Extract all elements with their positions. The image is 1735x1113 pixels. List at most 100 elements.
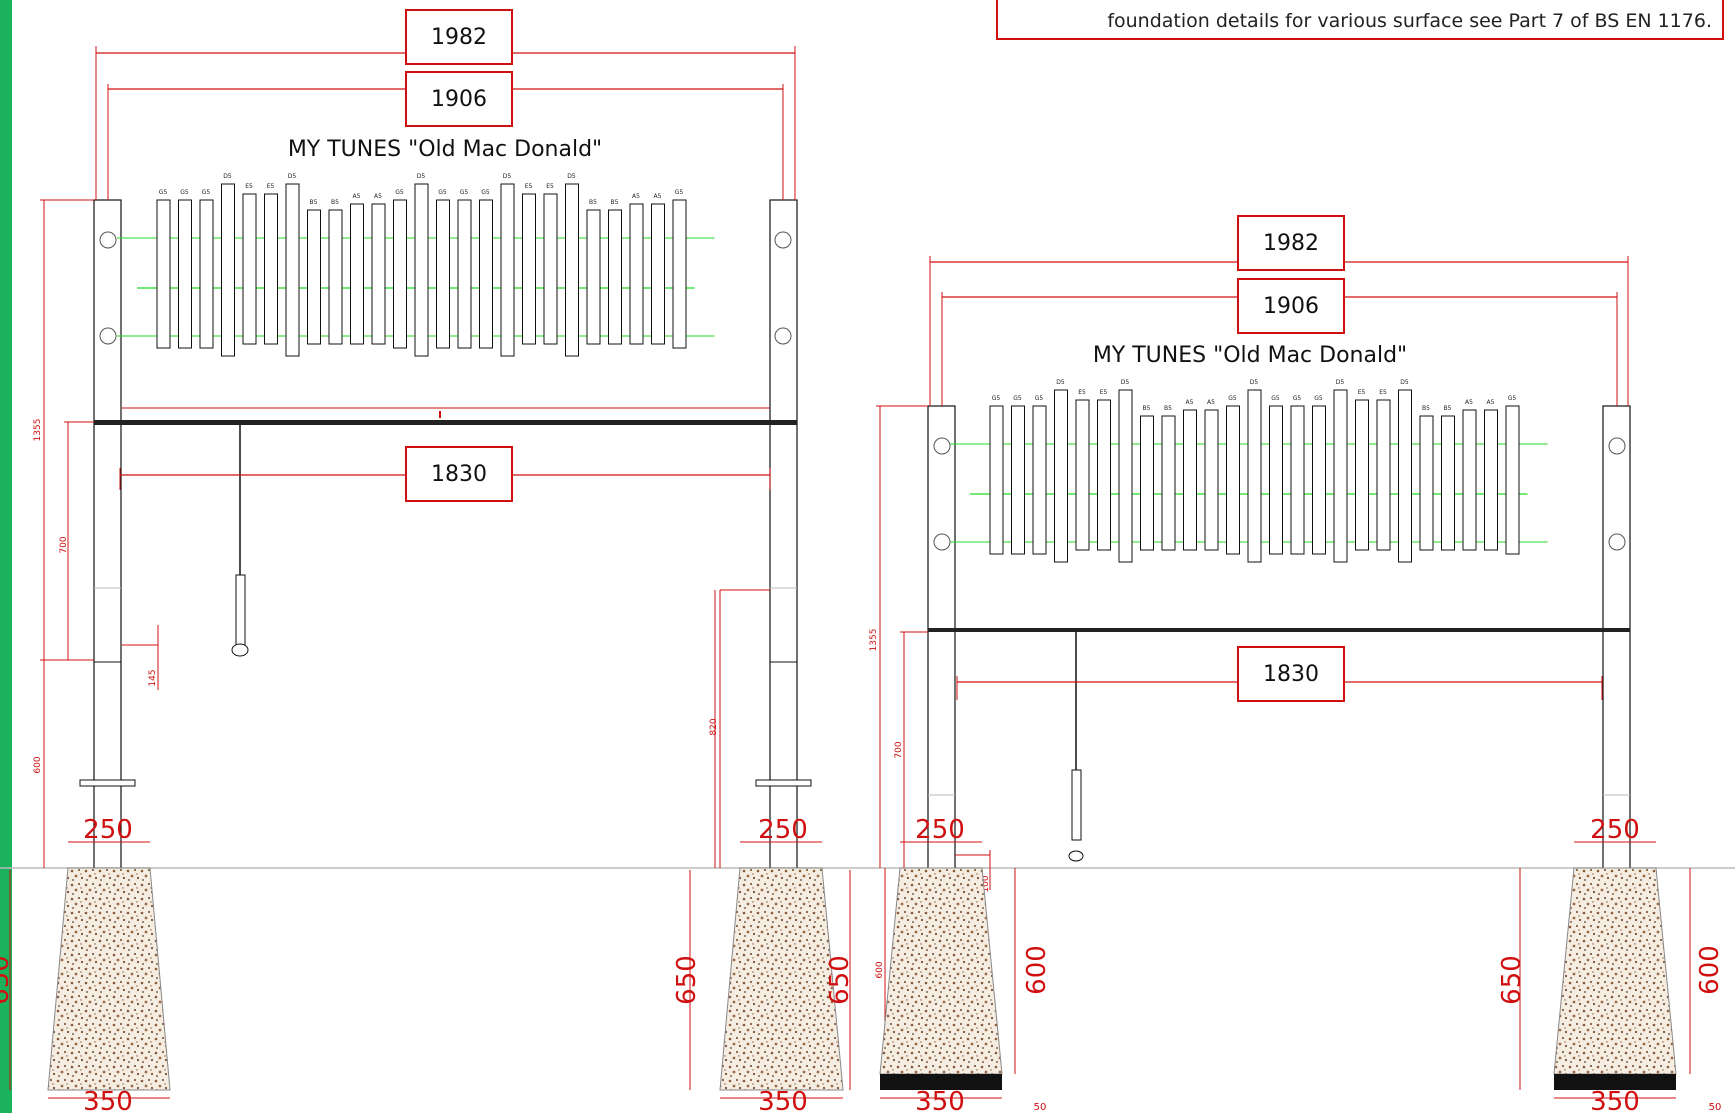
left-chime-bar	[608, 209, 622, 345]
right-footing-depth-mid: 650	[1497, 955, 1527, 1005]
left-note-label: B5	[310, 199, 318, 206]
right-chime-bar	[1398, 389, 1412, 563]
page-edge-bar	[0, 0, 12, 1113]
left-dim-1355: 1355	[33, 419, 43, 442]
right-note-label: E5	[1100, 389, 1108, 396]
right-chime-bar	[1032, 405, 1047, 555]
right-dim-1355: 1355	[869, 629, 879, 652]
left-note-label: B5	[589, 199, 597, 206]
left-chime-bar	[371, 203, 386, 345]
left-note-label: G5	[438, 189, 447, 196]
left-note-label: D5	[567, 173, 576, 180]
right-chime-bar	[1011, 405, 1025, 555]
left-dim-1982: 1982	[431, 25, 487, 50]
left-footing-depth-a: 650	[0, 955, 15, 1005]
left-chime-bar	[414, 183, 429, 357]
right-footing-width-a: 350	[915, 1087, 965, 1113]
right-note-label: B5	[1164, 405, 1172, 412]
left-dim-600: 600	[33, 756, 43, 773]
right-base-a	[880, 1074, 1002, 1090]
left-dim-1830-box	[405, 446, 513, 502]
right-note-label: B5	[1444, 405, 1452, 412]
right-footing-b	[1553, 867, 1677, 1075]
left-chime-bar	[221, 183, 235, 357]
left-footing-width-a: 350	[83, 1087, 133, 1113]
right-note-label: G5	[1271, 395, 1280, 402]
right-dim-1906: 1906	[1263, 294, 1319, 319]
left-chime-bar	[350, 203, 364, 345]
right-dim-100: 100	[981, 875, 991, 892]
left-striker-bar	[94, 420, 797, 425]
right-chime-bar	[1118, 389, 1133, 563]
left-chime-bar	[328, 209, 343, 345]
left-post-width-b: 250	[758, 815, 808, 845]
left-note-label: G5	[675, 189, 684, 196]
right-chime-bar	[1140, 415, 1154, 551]
left-footing-width-b: 350	[758, 1087, 808, 1113]
left-note-label: E5	[546, 183, 554, 190]
right-note-label: A5	[1186, 399, 1194, 406]
left-footing-depth-b: 650	[672, 955, 702, 1005]
left-note-label: E5	[245, 183, 253, 190]
left-dim-1982-box	[405, 9, 513, 65]
left-footing-b	[719, 867, 844, 1091]
right-note-label: G5	[1013, 395, 1022, 402]
right-chime-bar	[989, 405, 1004, 555]
left-note-label: E5	[525, 183, 533, 190]
right-dim-600-small: 600	[875, 961, 885, 978]
left-beater	[235, 574, 246, 646]
right-footing-a	[879, 867, 1003, 1075]
right-base-b	[1554, 1074, 1676, 1090]
right-note-label: B5	[1143, 405, 1151, 412]
left-footing-depth-c: 650	[825, 955, 855, 1005]
right-chime-bar	[1075, 399, 1090, 551]
left-title: MY TUNES "Old Mac Donald"	[288, 137, 602, 162]
left-note-label: A5	[632, 193, 640, 200]
right-chime-bar	[1204, 409, 1219, 551]
left-chime-bar	[285, 183, 300, 357]
foundation-note-box: foundation details for various surface s…	[996, 0, 1724, 40]
right-chime-bar	[1505, 405, 1520, 555]
left-note-label: A5	[654, 193, 662, 200]
left-chime-bar	[543, 193, 558, 345]
right-note-label: E5	[1358, 389, 1366, 396]
right-note-label: G5	[992, 395, 1001, 402]
left-note-label: D5	[417, 173, 426, 180]
left-dim-1830: 1830	[431, 462, 487, 487]
right-dim-1982-box	[1237, 215, 1345, 271]
right-post-width-b: 250	[1590, 815, 1640, 845]
left-chime-bar	[522, 193, 536, 345]
right-dim-1906-box	[1237, 278, 1345, 334]
right-chime-bar	[1419, 415, 1434, 551]
left-dim-1906-box	[405, 71, 513, 127]
left-chime-bar	[651, 203, 665, 345]
left-chime-bar	[242, 193, 257, 345]
right-base-thick-a: 50	[1034, 1102, 1047, 1113]
left-note-label: G5	[159, 189, 168, 196]
right-striker-bar	[928, 628, 1630, 632]
right-chime-bar	[1355, 399, 1369, 551]
left-chime-bar	[178, 199, 192, 349]
right-footing-width-b: 350	[1590, 1087, 1640, 1113]
right-chime-bar	[1376, 399, 1391, 551]
foundation-note-text: foundation details for various surface s…	[1107, 10, 1712, 32]
right-note-label: G5	[1508, 395, 1517, 402]
left-chime-bar	[479, 199, 493, 349]
left-chime-bar	[436, 199, 450, 349]
left-note-label: E5	[267, 183, 275, 190]
right-note-label: D5	[1400, 379, 1409, 386]
left-note-label: B5	[331, 199, 339, 206]
right-post-width-a: 250	[915, 815, 965, 845]
right-note-label: E5	[1078, 389, 1086, 396]
right-chime-bar	[1484, 409, 1498, 551]
left-note-label: G5	[202, 189, 211, 196]
left-chime-bar	[586, 209, 601, 345]
left-chime-bar	[307, 209, 321, 345]
left-dim-700: 700	[59, 536, 69, 553]
left-note-label: G5	[180, 189, 189, 196]
left-note-label: D5	[223, 173, 232, 180]
left-post-a	[93, 199, 122, 869]
